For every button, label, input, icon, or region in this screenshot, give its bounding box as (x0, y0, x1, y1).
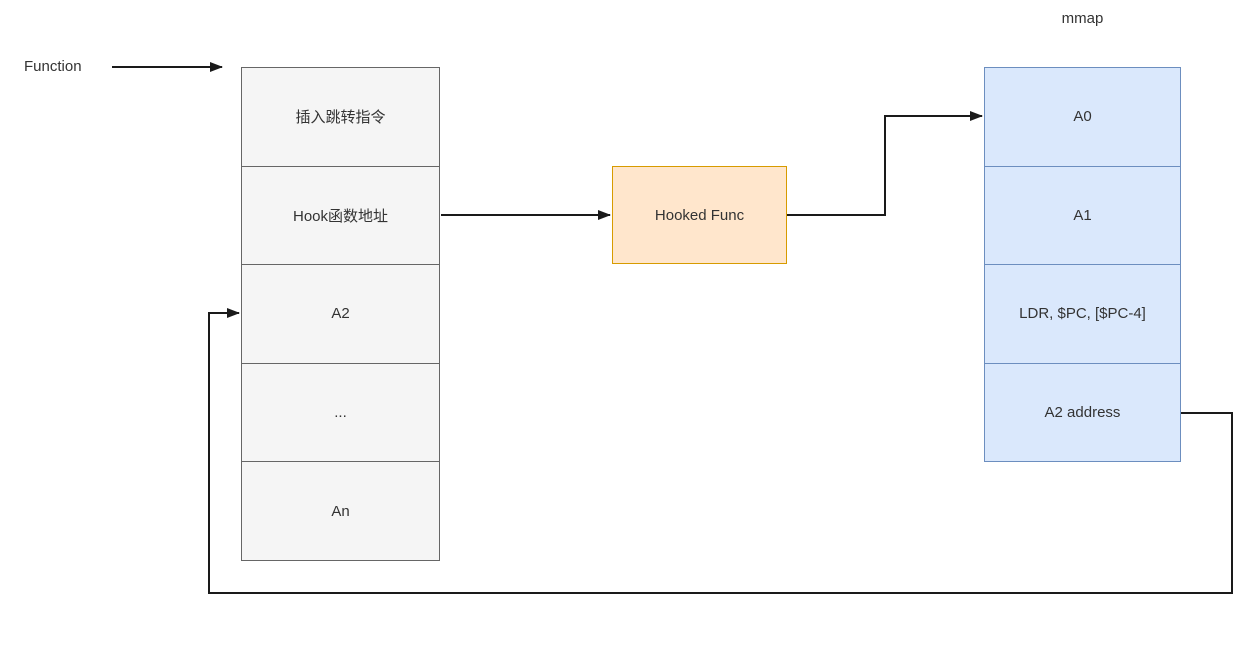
cell-a2-address: A2 address (1044, 403, 1121, 421)
hooked-func-label: Hooked Func (654, 206, 745, 224)
function-label: Function (24, 58, 82, 75)
cell-a1: A1 (985, 167, 1180, 265)
cell-insert-jump-instruction: 插入跳转指令 (242, 68, 439, 167)
mmap-title: mmap (1061, 10, 1104, 27)
cell-a2: A2 (242, 265, 439, 364)
cell-a0: A0 (985, 68, 1180, 167)
arrow-hooked-func-to-a0 (787, 111, 983, 216)
cell-an: An (331, 502, 350, 520)
mmap-table: A0 A1 LDR, $PC, [$PC-4] A2 address (984, 67, 1181, 462)
cell-ldr-pc-instruction: LDR, $PC, [$PC-4] (985, 265, 1180, 364)
function-table: 插入跳转指令 Hook函数地址 A2 ... An (241, 67, 440, 561)
cell-hook-func-address: Hook函数地址 (242, 167, 439, 266)
hooked-func-box: Hooked Func (612, 166, 787, 264)
cell-ellipsis: ... (242, 364, 439, 463)
